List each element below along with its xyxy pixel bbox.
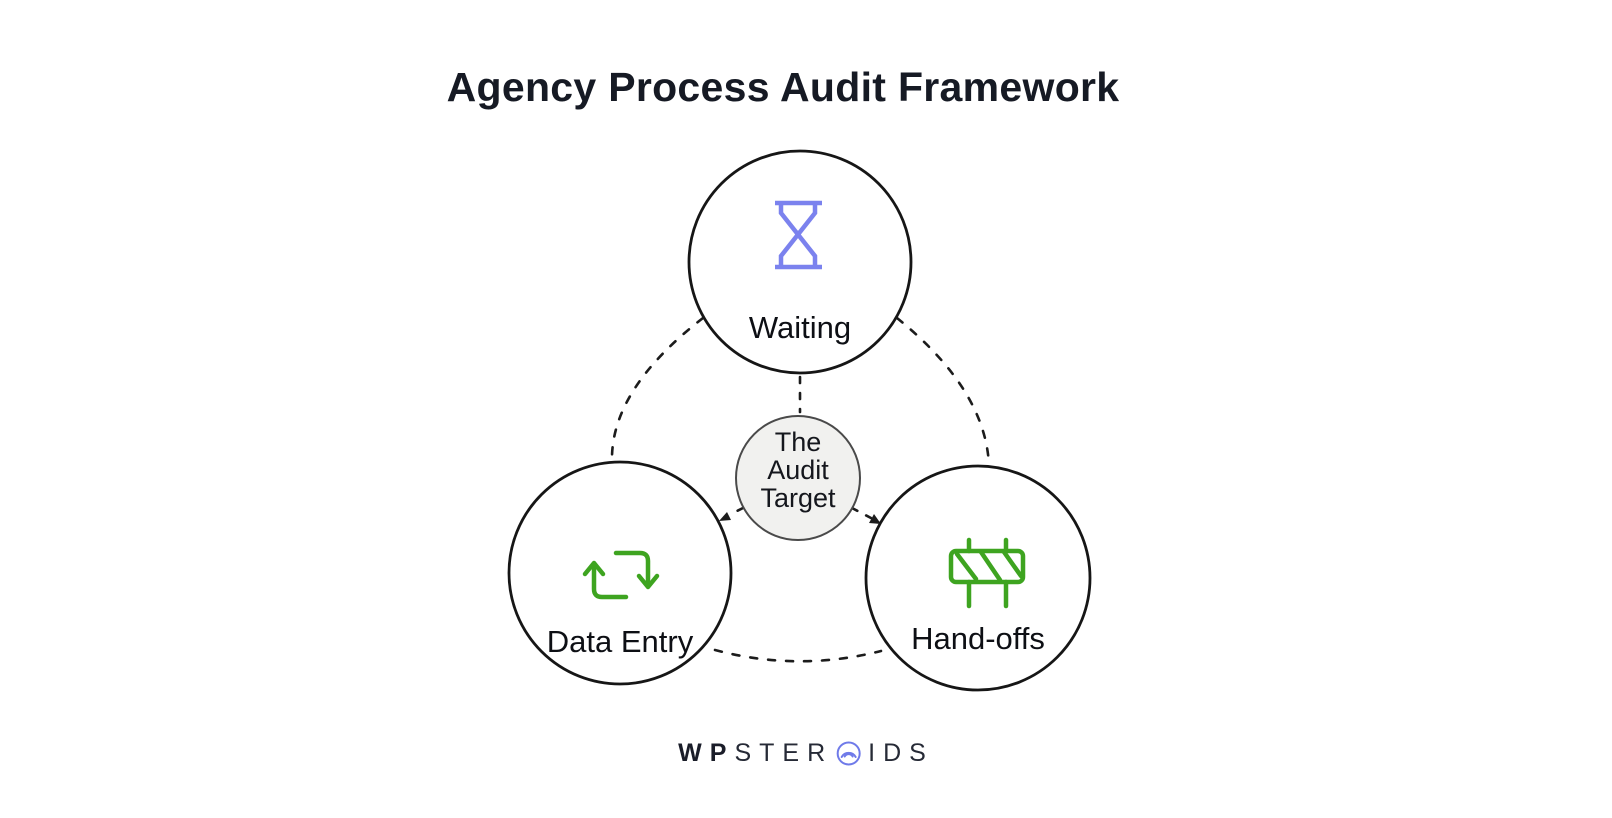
- logo-text-ster: STER: [734, 739, 834, 767]
- repeat-arrows-icon: [582, 550, 660, 600]
- audit-target-line-1: The: [775, 427, 822, 457]
- logo-text-ids: IDS: [868, 739, 934, 767]
- node-waiting: Waiting: [687, 149, 913, 375]
- arrowhead-hand-offs: [869, 514, 881, 524]
- edge-target-hand-offs: [850, 506, 873, 520]
- data-entry-circle: [507, 460, 733, 686]
- edge-waiting-data-entry: [610, 316, 705, 464]
- data-entry-label: Data Entry: [547, 624, 694, 659]
- edge-data-entry-hand-offs: [713, 648, 883, 663]
- hand-offs-label: Hand-offs: [911, 621, 1045, 656]
- node-hand-offs: Hand-offs: [864, 464, 1092, 692]
- logo-text-wp: WP: [678, 739, 735, 767]
- node-data-entry: Data Entry: [507, 460, 733, 686]
- logo-o-ripple-icon: [835, 740, 862, 767]
- hourglass-icon: [775, 200, 822, 270]
- audit-target-circle: [735, 415, 861, 541]
- brand-logo: WP STER IDS: [678, 740, 934, 767]
- waiting-circle: [687, 149, 913, 375]
- edge-group: [610, 316, 991, 663]
- edge-target-data-entry: [727, 506, 745, 517]
- barrier-icon: [948, 537, 1026, 609]
- audit-target-line-2: Audit: [767, 455, 829, 485]
- arrowhead-data-entry: [719, 512, 731, 521]
- node-audit-target: The Audit Target: [735, 415, 861, 541]
- page-title: Agency Process Audit Framework: [447, 64, 1120, 110]
- audit-target-line-3: Target: [760, 483, 836, 513]
- waiting-label: Waiting: [749, 310, 851, 345]
- edge-waiting-hand-offs: [895, 316, 991, 468]
